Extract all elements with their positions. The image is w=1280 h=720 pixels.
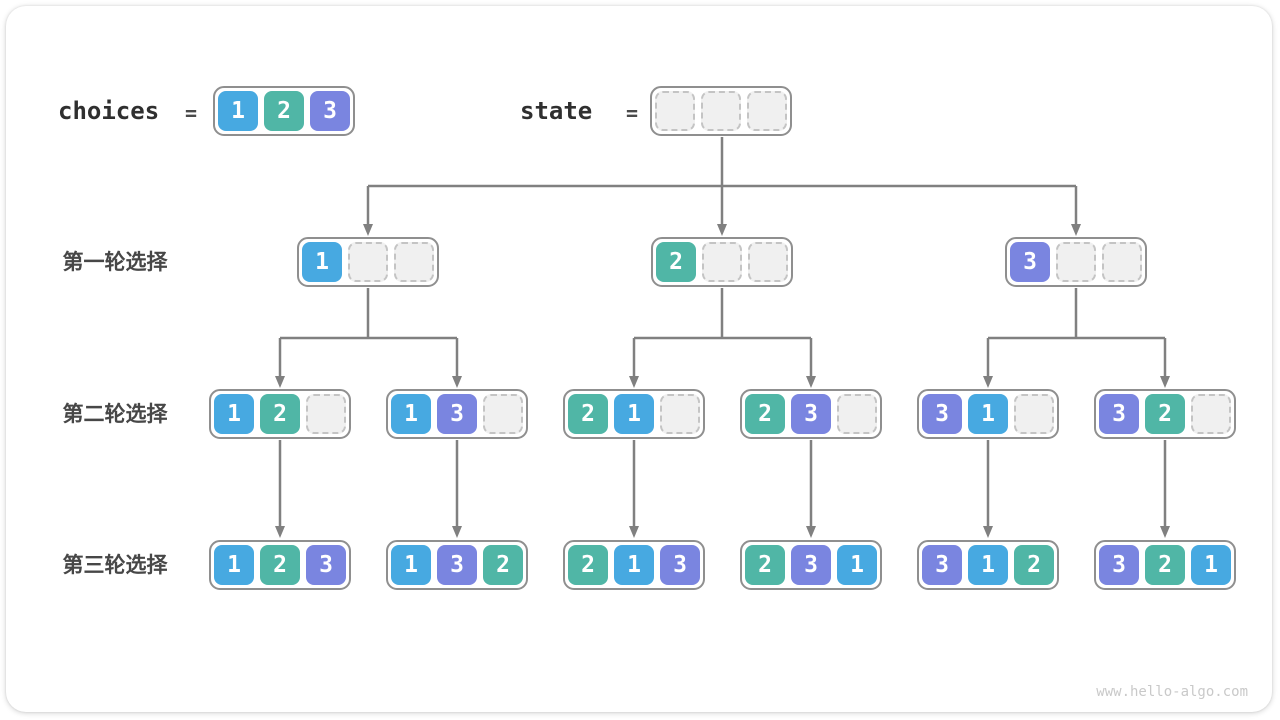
sequence-cell: 3 [791,394,831,434]
sequence-box: 3 [1005,237,1147,287]
sequence-cell: 3 [791,545,831,585]
sequence-cell [702,242,742,282]
sequence-cell: 3 [1099,394,1139,434]
sequence-cell: 2 [656,242,696,282]
sequence-box: 2 3 1 [740,540,882,590]
sequence-cell: 3 [922,545,962,585]
sequence-cell [1056,242,1096,282]
sequence-cell: 3 [660,545,700,585]
state-cell [655,91,695,131]
round-label-3: 第三轮选择 [62,553,168,577]
state-cell [701,91,741,131]
sequence-cell: 2 [1014,545,1054,585]
sequence-cell: 1 [214,394,254,434]
choices-cell: 2 [264,91,304,131]
equals-sign: = [626,101,639,125]
sequence-cell [1191,394,1231,434]
sequence-cell [748,242,788,282]
connector-lines [275,137,1170,538]
choices-label: choices [58,97,160,125]
sequence-cell: 1 [614,545,654,585]
watermark-url: www.hello-algo.com [1096,684,1248,700]
sequence-cell: 2 [483,545,523,585]
round-label-1: 第一轮选择 [62,250,168,274]
sequence-box: 2 1 [563,389,705,439]
sequence-cell: 3 [1010,242,1050,282]
round-label-2: 第二轮选择 [62,402,168,426]
sequence-box: 1 3 2 [386,540,528,590]
sequence-cell: 2 [745,545,785,585]
sequence-cell [483,394,523,434]
sequence-box: 1 2 3 [209,540,351,590]
sequence-box: 2 3 [740,389,882,439]
sequence-cell [837,394,877,434]
sequence-box: 1 2 [209,389,351,439]
sequence-cell: 1 [302,242,342,282]
sequence-box: 2 [651,237,793,287]
sequence-cell: 2 [1145,545,1185,585]
sequence-cell: 1 [837,545,877,585]
sequence-box: 1 [297,237,439,287]
sequence-cell: 3 [306,545,346,585]
sequence-cell [348,242,388,282]
sequence-cell: 3 [1099,545,1139,585]
sequence-cell [306,394,346,434]
sequence-cell: 1 [391,394,431,434]
state-cell [747,91,787,131]
sequence-cell: 1 [1191,545,1231,585]
choices-cell: 1 [218,91,258,131]
sequence-cell: 3 [922,394,962,434]
sequence-cell: 1 [614,394,654,434]
sequence-box: 1 3 [386,389,528,439]
sequence-box: 3 2 [1094,389,1236,439]
state-label: state [520,97,593,125]
choices-box: 1 2 3 [213,86,355,136]
sequence-box: 3 1 [917,389,1059,439]
sequence-box: 3 2 1 [1094,540,1236,590]
sequence-cell: 2 [745,394,785,434]
sequence-cell: 1 [968,394,1008,434]
sequence-cell [394,242,434,282]
sequence-cell: 2 [568,394,608,434]
choices-cell: 3 [310,91,350,131]
sequence-box: 3 1 2 [917,540,1059,590]
sequence-cell: 1 [968,545,1008,585]
sequence-cell: 2 [1145,394,1185,434]
sequence-cell [1102,242,1142,282]
sequence-cell: 1 [391,545,431,585]
state-box [650,86,792,136]
sequence-cell: 2 [568,545,608,585]
sequence-cell: 3 [437,394,477,434]
sequence-cell: 2 [260,545,300,585]
sequence-cell [1014,394,1054,434]
sequence-cell [660,394,700,434]
equals-sign: = [185,101,198,125]
sequence-box: 2 1 3 [563,540,705,590]
sequence-cell: 1 [214,545,254,585]
sequence-cell: 2 [260,394,300,434]
sequence-cell: 3 [437,545,477,585]
